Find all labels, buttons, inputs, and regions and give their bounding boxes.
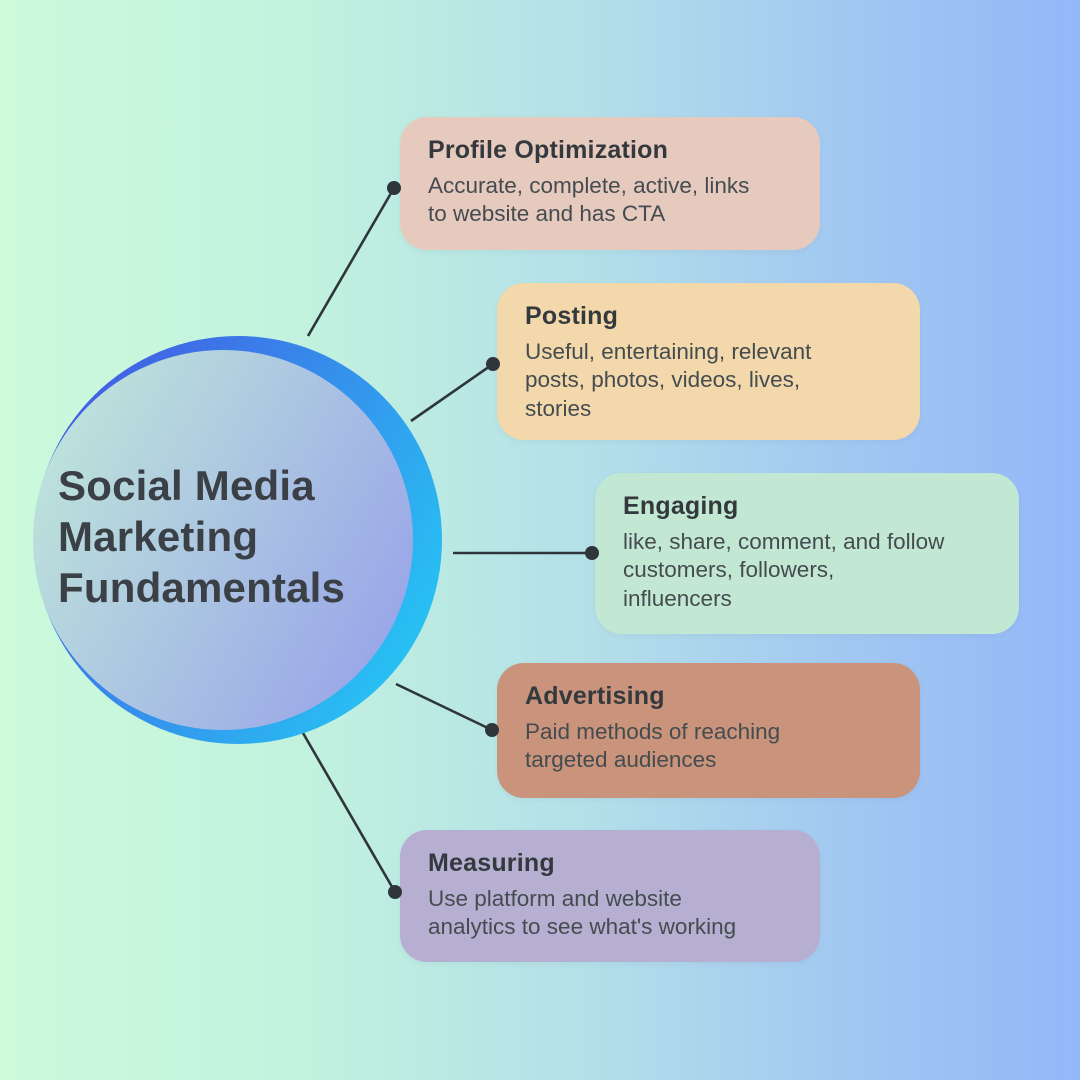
card-profile-optimization-body: Accurate, complete, active, links to web… (428, 173, 750, 227)
card-measuring: Measuring Use platform and website analy… (400, 830, 820, 962)
connector-line-advertising (395, 682, 493, 732)
card-posting: Posting Useful, entertaining, relevant p… (497, 283, 920, 440)
card-engaging: Engaging like, share, comment, and follo… (595, 473, 1019, 634)
card-measuring-title: Measuring (428, 849, 555, 877)
card-posting-title: Posting (525, 302, 619, 330)
card-profile-optimization-title: Profile Optimization (428, 136, 669, 164)
connector-dot-profile (387, 181, 401, 195)
card-measuring-body: Use platform and website analytics to se… (428, 886, 737, 940)
card-posting-body: Useful, entertaining, relevant posts, ph… (525, 339, 812, 421)
connector-line-profile (306, 187, 396, 337)
card-advertising-body: Paid methods of reaching targeted audien… (525, 719, 781, 773)
card-advertising: Advertising Paid methods of reaching tar… (497, 663, 920, 798)
card-engaging-body: like, share, comment, and follow custome… (623, 529, 945, 611)
card-engaging-title: Engaging (623, 492, 739, 520)
connector-line-measuring (301, 732, 397, 893)
connector-line-posting (410, 362, 494, 423)
page-title: Social Media Marketing Fundamentals (58, 462, 346, 612)
card-advertising-title: Advertising (525, 682, 665, 710)
card-profile-optimization: Profile Optimization Accurate, complete,… (400, 117, 820, 250)
